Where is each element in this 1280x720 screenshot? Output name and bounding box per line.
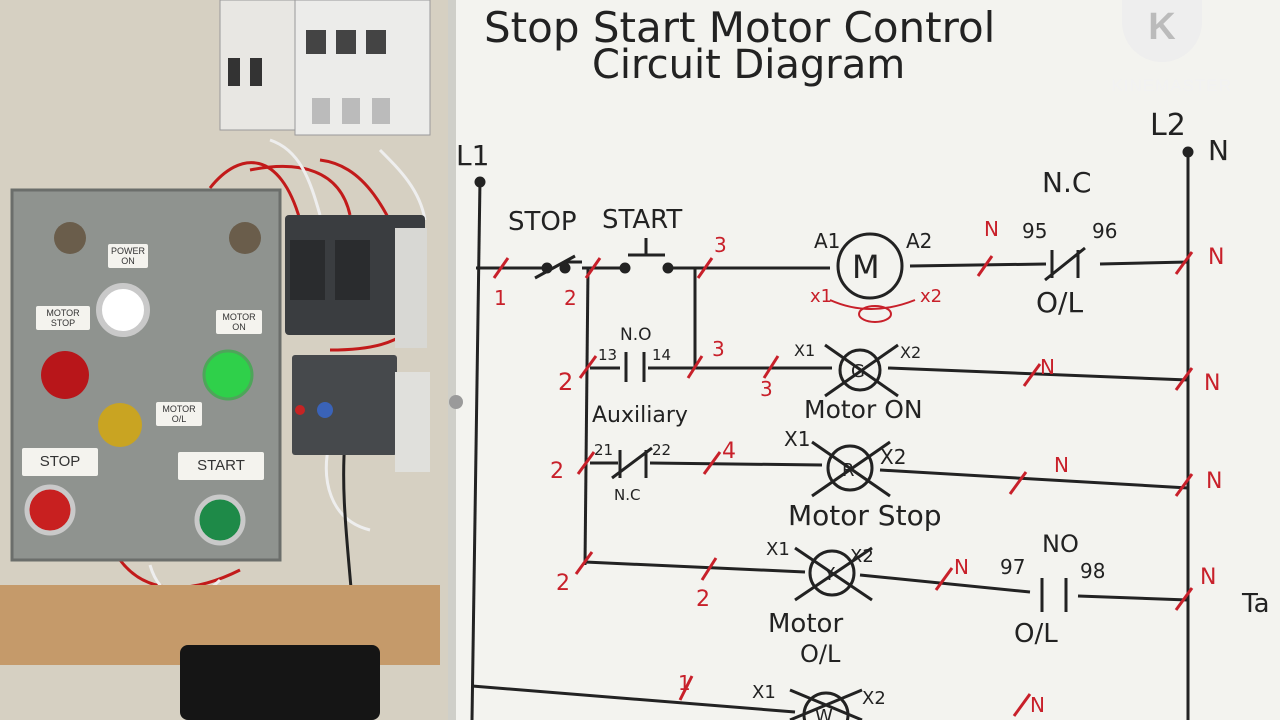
lamp-y-letter: Y <box>823 564 836 585</box>
label-motor-ol: MOTOR O/L <box>156 402 202 426</box>
overload-label: O/L <box>1036 286 1083 319</box>
rung2-n-end: N <box>1204 371 1220 396</box>
stop-pushbutton[interactable] <box>24 484 76 536</box>
terminal-13: 13 <box>598 346 617 364</box>
auxiliary-label: Auxiliary <box>592 403 688 428</box>
rung3-n-mark: N <box>1054 453 1069 477</box>
rung5-wire-1: 1 <box>678 671 691 695</box>
lamp-motor-stop-label: Motor Stop <box>788 499 941 532</box>
terminal-22: 22 <box>652 441 671 459</box>
rung5-n-mark: N <box>1030 693 1045 717</box>
label-power-on: POWER ON <box>108 244 148 268</box>
kinemaster-watermark: KINEMASTER <box>1111 76 1232 95</box>
black-fan <box>180 645 380 720</box>
terminal-98: 98 <box>1080 559 1105 583</box>
terminal-95: 95 <box>1022 219 1047 243</box>
no-label-aux: N.O <box>620 325 652 345</box>
board-screw <box>449 395 463 409</box>
motor-x1: x1 <box>810 286 832 307</box>
rung2-n-mark: N <box>1040 355 1055 379</box>
motor-symbol-label: M <box>852 248 880 286</box>
lamp-y-x2: X2 <box>850 546 874 567</box>
rung1-n-end: N <box>1208 245 1224 270</box>
lamp-motor-ol-symbol <box>808 549 856 597</box>
rail-right-label: L2 <box>1150 108 1186 143</box>
lamp-motor-ol-label-2: O/L <box>800 640 841 668</box>
kinemaster-logo: K <box>1122 0 1202 62</box>
lamp-r-letter: R <box>842 460 855 481</box>
lamp-w-x2: X2 <box>862 688 886 709</box>
lamp-r-x1: X1 <box>784 427 810 451</box>
nc-title: N.C <box>1042 166 1091 199</box>
whiteboard-edge <box>448 0 456 720</box>
lamp-r-x2: X2 <box>880 445 906 469</box>
wire-1: 1 <box>494 286 507 310</box>
wire-3: 3 <box>714 233 727 257</box>
rung2-wire-3b: 3 <box>760 377 773 401</box>
terminal-96: 96 <box>1092 219 1117 243</box>
start-label: START <box>602 205 682 235</box>
kinemaster-k-icon: K <box>1148 6 1176 48</box>
lamp-g-x1: X1 <box>794 341 815 360</box>
rung4-wire-2: 2 <box>556 571 570 596</box>
title-line1: Stop Start Motor Control <box>484 3 995 52</box>
lamp-motor-on-label: Motor ON <box>804 395 923 424</box>
motor-stop-lamp <box>41 351 89 399</box>
rung2-wire-2: 2 <box>558 368 573 396</box>
wire-2: 2 <box>564 286 577 310</box>
label-start: START <box>178 452 264 480</box>
neutral-label: N <box>1208 134 1229 167</box>
wire-number-ticks <box>492 251 1194 717</box>
lamp-w-x1: X1 <box>752 682 776 703</box>
terminal-97: 97 <box>1000 555 1025 579</box>
rung4-n-mark: N <box>954 555 969 579</box>
a1-label: A1 <box>814 229 840 253</box>
start-pushbutton[interactable] <box>194 494 246 546</box>
a2-label: A2 <box>906 229 932 253</box>
contactor <box>285 215 427 348</box>
no-label-ol: NO <box>1042 530 1079 558</box>
label-stop: STOP <box>22 448 98 476</box>
rung3-wire-4: 4 <box>722 439 736 464</box>
motor-x2: x2 <box>920 286 942 307</box>
lamp-y-x1: X1 <box>766 539 790 560</box>
stop-label: STOP <box>508 207 577 237</box>
lamp-g-x2: X2 <box>900 343 921 362</box>
diagram-text: Stop Start Motor Control Circuit Diagram… <box>456 3 1270 720</box>
label-motor-stop: MOTOR STOP <box>36 306 90 330</box>
wire-numbers: 1 2 3 x1 x2 N N 2 3 3 N N 2 4 N N 2 2 N … <box>494 217 1224 717</box>
terminal-14: 14 <box>652 346 671 364</box>
edge-text: Ta <box>1241 589 1270 619</box>
rail-left-label: L1 <box>456 139 489 172</box>
power-on-lamp <box>96 283 150 337</box>
lamp-w-letter: W <box>815 706 833 720</box>
label-motor-on: MOTOR ON <box>216 310 262 334</box>
rung3-n-end: N <box>1206 469 1222 494</box>
rung4-wire-2b: 2 <box>696 587 710 612</box>
lamp-motor-stop-symbol <box>826 444 874 492</box>
title-line2: Circuit Diagram <box>592 42 905 88</box>
circuit-breakers <box>219 0 431 136</box>
rung4-n-end: N <box>1200 565 1216 590</box>
rung1-n-mark: N <box>984 217 999 241</box>
motor-ol-lamp <box>98 403 142 447</box>
terminal-21: 21 <box>594 441 613 459</box>
rung3-wire-2: 2 <box>550 459 564 484</box>
lamp-motor-ol-label-1: Motor <box>768 609 843 639</box>
overload-no-label: O/L <box>1014 619 1058 649</box>
rung2-wire-3a: 3 <box>712 337 725 361</box>
overload-relay <box>292 355 430 472</box>
lamp-g-letter: G <box>851 361 865 382</box>
nc-label-rung3: N.C <box>614 486 640 504</box>
motor-on-lamp <box>202 349 254 401</box>
lamp-motor-on-symbol <box>838 348 882 392</box>
rail-l1 <box>470 179 482 720</box>
